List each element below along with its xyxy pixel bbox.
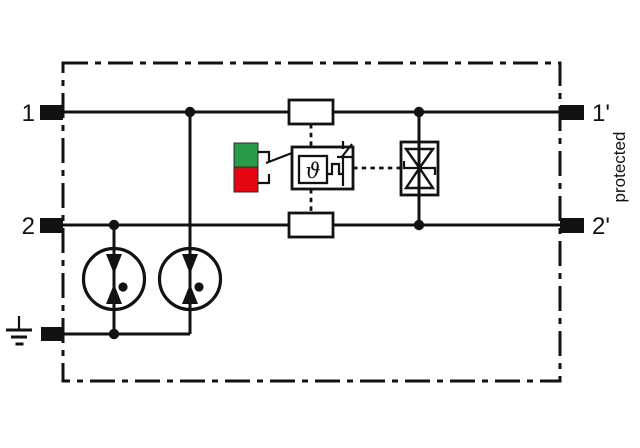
tvs-bar [402, 161, 437, 175]
tvs-triangle-top [403, 147, 436, 171]
disconnect-switch [337, 141, 353, 186]
changeover-blade [265, 151, 293, 165]
series-decoupling-resistor-2 [287, 211, 335, 239]
label-terminal-2-prime: 2' [592, 213, 610, 240]
terminal-2 [40, 218, 63, 233]
gdt-arrows-1 [106, 254, 128, 304]
status-indicator [233, 142, 293, 193]
device-boundary [61, 61, 562, 383]
label-terminal-2: 2 [22, 213, 35, 240]
theta-box [297, 154, 329, 185]
series-decoupling-resistor-1 [287, 98, 335, 126]
label-terminal-1-prime: 1' [592, 100, 610, 127]
contact-upper [258, 150, 271, 161]
status-ok-green [233, 142, 259, 168]
earth-ground-icon [6, 316, 32, 346]
label-terminal-1: 1 [22, 100, 35, 127]
terminal-2-prime [560, 218, 584, 233]
bidirectional-tvs-diode-icon [399, 112, 440, 225]
status-fault-red [233, 166, 259, 193]
protected-label: protected [610, 132, 629, 203]
gdt-arrows-2 [182, 254, 204, 304]
tvs-triangle-bottom [403, 165, 436, 190]
thermal-disconnect-icon: ϑ [290, 141, 355, 191]
impulse-waveform [327, 162, 343, 176]
contact-lower [258, 174, 271, 185]
junction-dots [108, 106, 425, 340]
terminal-1-prime [560, 105, 584, 120]
theta-symbol: ϑ [305, 159, 320, 183]
terminal-1 [40, 105, 63, 120]
terminal-ground [41, 327, 63, 341]
